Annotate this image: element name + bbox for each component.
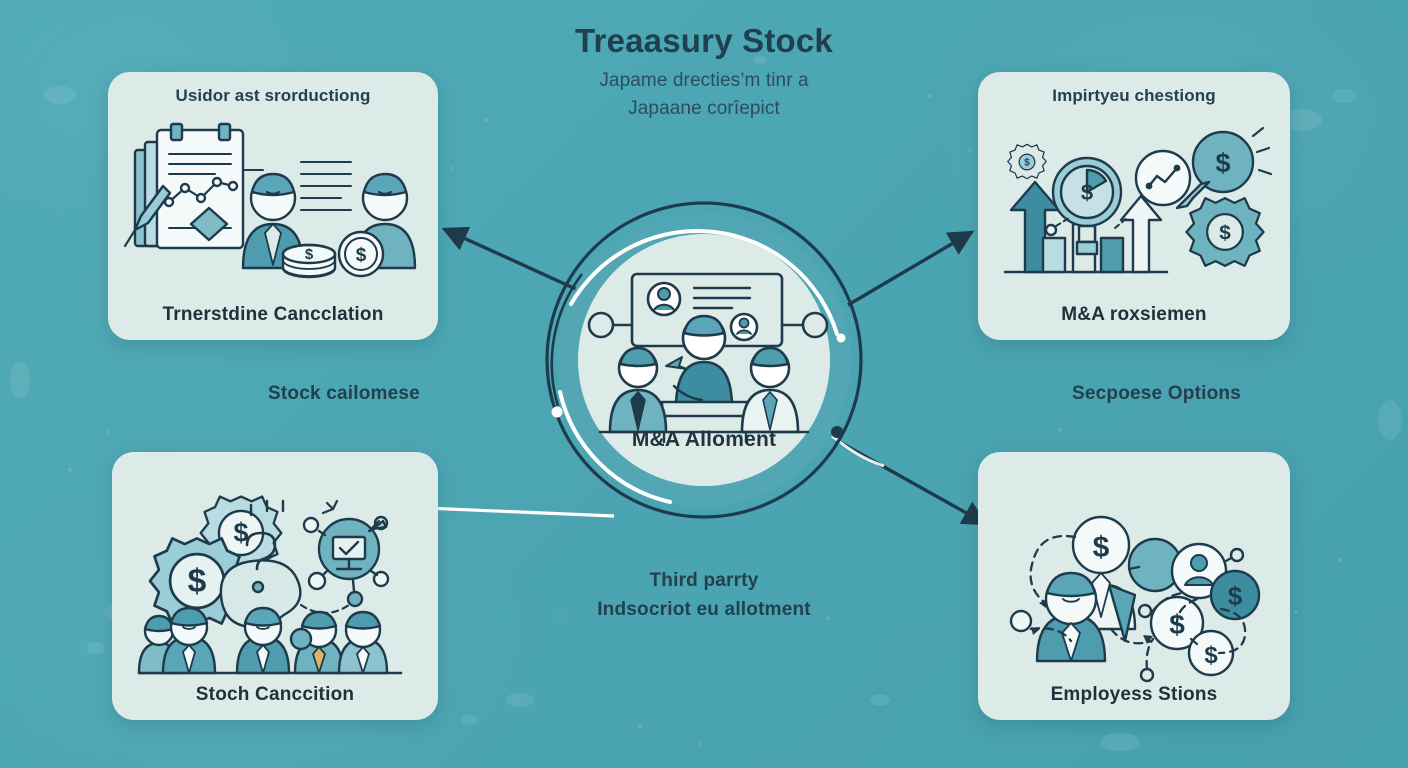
card-top-left[interactable]: Usidor ast srorductiong [108,72,438,340]
svg-text:$: $ [1219,222,1231,245]
label-stock-cailomese: Stock cailomese [268,383,420,404]
svg-text:$: $ [356,245,367,266]
subtitle-line-1: Japame drecties’m tinr a [599,69,809,91]
connector-center-to-bottom-right [831,434,989,526]
svg-text:$: $ [1215,148,1230,178]
svg-text:$: $ [305,246,314,263]
card-top-left-footer: Trnerstdine Cancclation [162,304,384,325]
card-bottom-left-footer: Stoch Canccition [195,684,355,705]
card-top-left-heading: Usidor ast srorductiong [175,86,371,105]
svg-text:$: $ [1204,642,1218,669]
people-dollar-network-icon: $ [1009,515,1261,683]
hub-white-arc-bottom [558,390,672,504]
card-top-right-art: $ $ [978,106,1290,304]
center-hub-label: M&A Alloment [631,428,777,451]
label-third-party-line1: Third parrty [649,570,759,591]
card-bottom-right[interactable]: $ [978,452,1290,720]
svg-text:$: $ [234,518,249,548]
hub-outer-ring [545,201,863,519]
connector-center-to-top-right [847,230,975,307]
svg-text:$: $ [1081,180,1093,205]
svg-text:$: $ [188,563,207,600]
card-top-left-art: $ $ [108,106,438,304]
card-bottom-right-footer: Employess Stions [1050,684,1218,705]
label-secpoese-options: Secpoese Options [1072,383,1241,404]
business-meeting-icon [587,272,829,444]
svg-text:$: $ [1093,531,1110,564]
title-block: Treaasury Stock Japame drecties’m tinr a… [0,22,1408,124]
card-bottom-left-art: $ $ [112,486,438,684]
hub-node-right [836,333,846,343]
hub-white-arc-top [569,229,839,336]
card-bottom-right-art: $ [978,486,1290,684]
svg-text:$: $ [1024,158,1030,169]
hub-node-lower-right [831,426,843,438]
card-top-right[interactable]: Impirtyeu chestiong $ [978,72,1290,340]
chart-document-people-coins-icon: $ $ [123,122,417,279]
hub-node-left [551,406,563,418]
growth-chart-magnifier-gear-icon: $ $ [1003,126,1273,274]
subtitle-line-2: Japaane corîepict [628,98,780,120]
svg-text:$: $ [1169,609,1185,640]
card-top-right-heading: Impirtyeu chestiong [1052,86,1216,105]
card-bottom-left[interactable]: $ $ [112,452,438,720]
center-hub: M&A Alloment [524,196,884,524]
gears-dollar-team-network-icon: $ $ [137,495,403,675]
card-top-right-footer: M&A roxsiemen [1061,304,1207,325]
label-third-party-allotment: Third parrty Indsocriot eu allotment [0,566,1408,625]
hub-dark-arc-left [550,273,584,407]
label-third-party-line2: Indsocriot eu allotment [597,599,811,621]
svg-text:$: $ [1228,581,1243,611]
page-title: Treaasury Stock [575,22,833,59]
